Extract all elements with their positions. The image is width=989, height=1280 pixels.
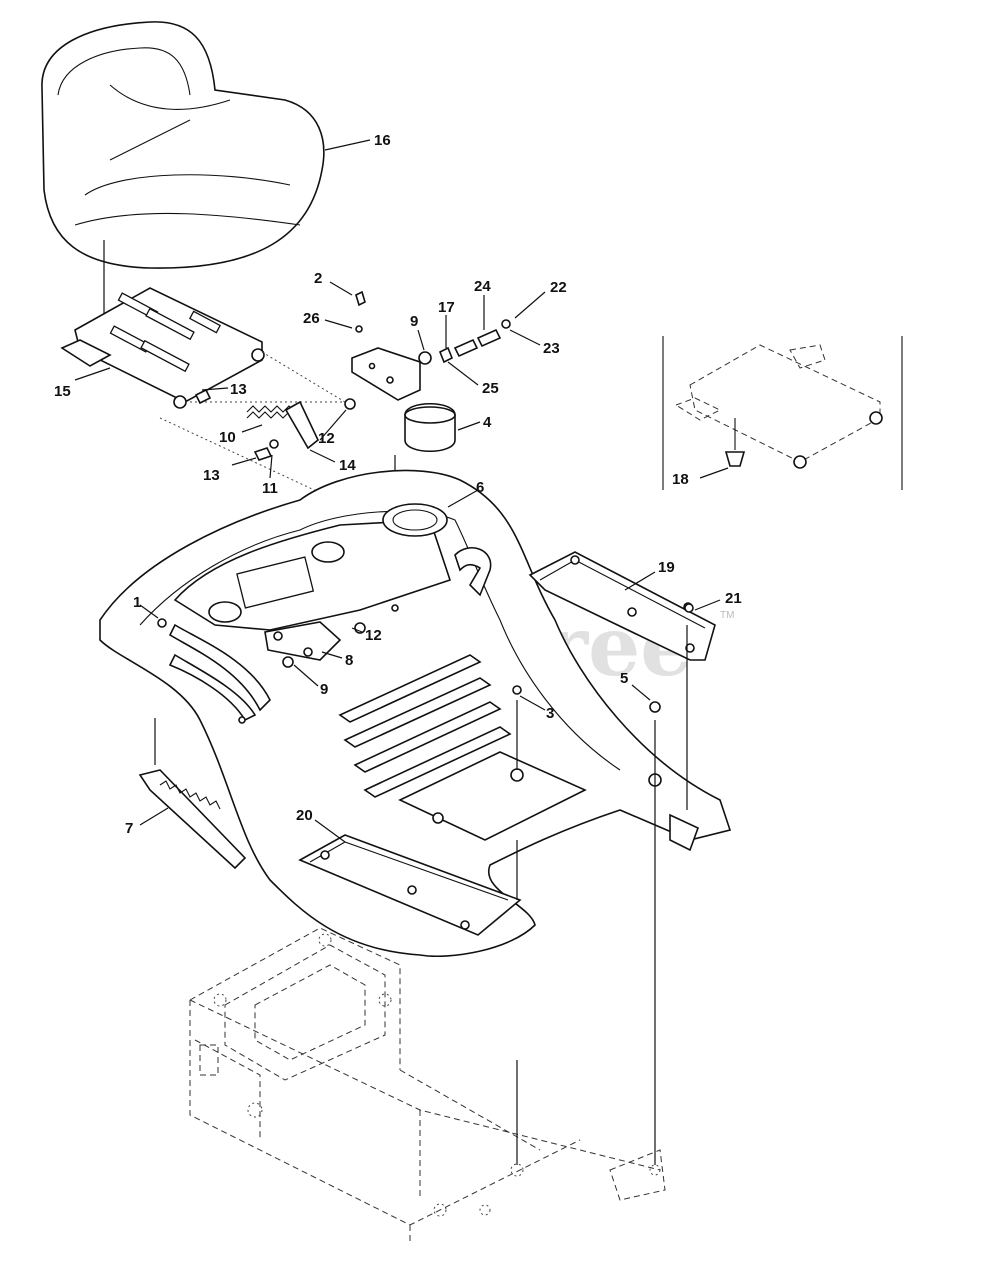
callout-21: 21 xyxy=(725,590,742,607)
callout-3: 3 xyxy=(546,705,554,722)
callout-12-top: 12 xyxy=(318,430,335,447)
seat-spring-part xyxy=(194,388,356,461)
frame-part xyxy=(189,625,688,1245)
callout-6: 6 xyxy=(476,479,484,496)
callout-16: 16 xyxy=(374,132,391,149)
callout-4: 4 xyxy=(483,414,492,431)
seat-pan-part xyxy=(60,287,401,531)
callout-24: 24 xyxy=(474,278,491,295)
callout-13-top: 13 xyxy=(230,381,247,398)
callout-13-bottom: 13 xyxy=(203,467,220,484)
callout-1: 1 xyxy=(133,594,141,611)
callout-17: 17 xyxy=(438,299,455,316)
pivot-bracket-part xyxy=(264,621,366,668)
callout-22: 22 xyxy=(550,279,567,296)
callout-5: 5 xyxy=(620,670,628,687)
fender-body-part xyxy=(99,469,732,958)
inset-seat-pan-part xyxy=(662,336,903,490)
callout-labels: 16 15 13 10 13 11 14 12 2 26 9 17 24 22 … xyxy=(54,132,742,837)
callout-26: 26 xyxy=(303,310,320,327)
callout-9-bottom: 9 xyxy=(320,681,328,698)
callout-8: 8 xyxy=(345,652,353,669)
callout-2: 2 xyxy=(314,270,322,287)
hardware-marks xyxy=(157,603,694,713)
callout-19: 19 xyxy=(658,559,675,576)
seat-bracket-part xyxy=(351,290,511,401)
callout-25: 25 xyxy=(482,380,499,397)
watermark-trademark: TM xyxy=(720,610,734,621)
callout-12-bottom: 12 xyxy=(365,627,382,644)
callout-11: 11 xyxy=(262,480,278,497)
callout-14: 14 xyxy=(339,457,356,474)
callout-18: 18 xyxy=(672,471,689,488)
seat-part xyxy=(41,21,325,318)
leader-lines xyxy=(74,139,729,843)
callout-20: 20 xyxy=(296,807,313,824)
callout-7: 7 xyxy=(125,820,133,837)
callout-23: 23 xyxy=(543,340,560,357)
callout-10: 10 xyxy=(219,429,236,446)
seat-adjust-bracket-part xyxy=(138,718,247,870)
callout-9-top: 9 xyxy=(410,313,418,330)
callout-15: 15 xyxy=(54,383,71,400)
